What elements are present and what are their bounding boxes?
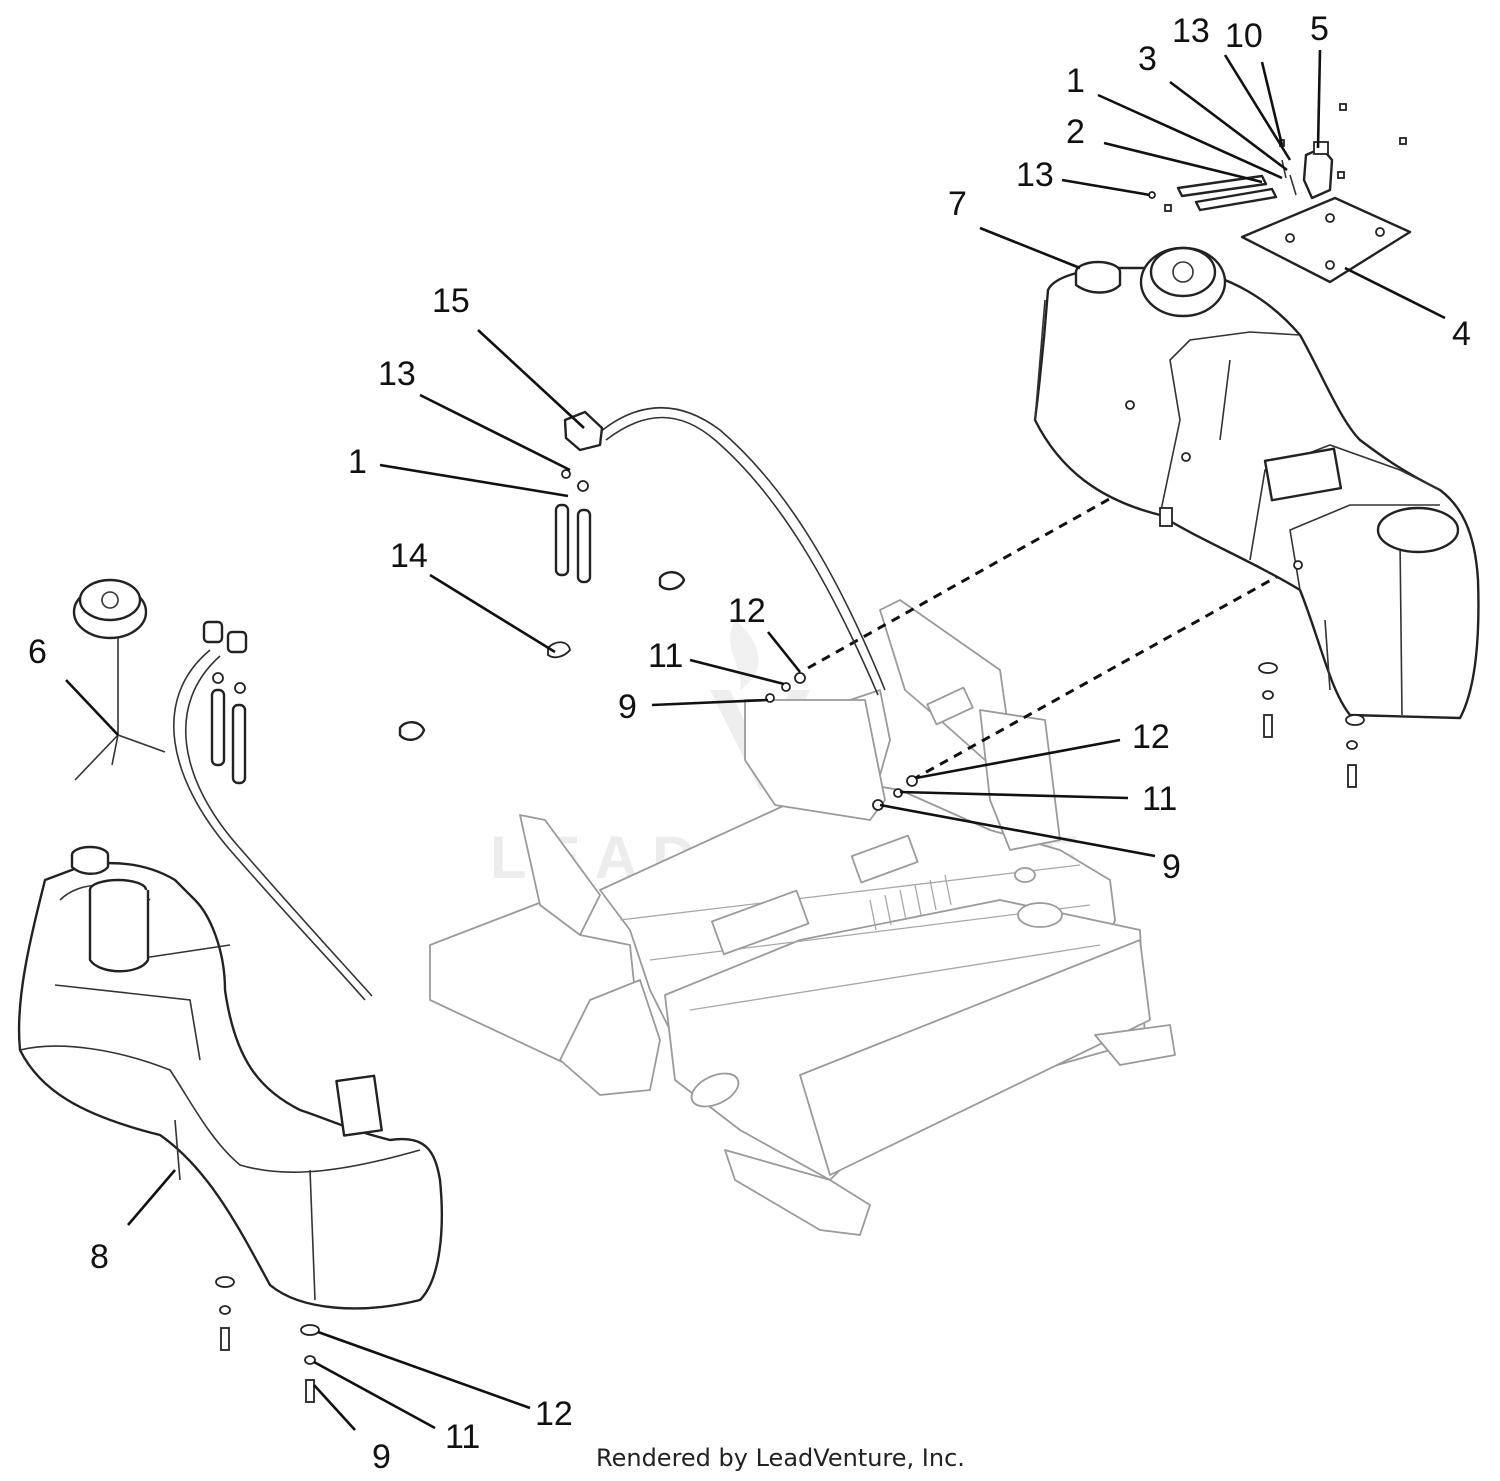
callout-10: 10 bbox=[1225, 17, 1263, 55]
fuel-valve-assembly bbox=[1240, 103, 1412, 284]
callout-13-top: 13 bbox=[1172, 12, 1210, 50]
callout-4: 4 bbox=[1452, 315, 1471, 353]
left-cap-gauge bbox=[72, 578, 166, 781]
left-fuel-tank bbox=[17, 845, 443, 1310]
callout-3: 3 bbox=[1138, 40, 1157, 78]
callout-1-top: 1 bbox=[1066, 62, 1085, 100]
callout-7: 7 bbox=[948, 185, 967, 223]
callout-5: 5 bbox=[1310, 10, 1329, 48]
left-fuel-line bbox=[173, 620, 373, 1001]
callout-12-bottom: 12 bbox=[535, 1395, 573, 1433]
callout-15: 15 bbox=[432, 282, 470, 320]
callout-9-bottom: 9 bbox=[372, 1438, 391, 1476]
callout-14: 14 bbox=[390, 537, 428, 575]
left-tank-mount-hardware bbox=[215, 1276, 320, 1403]
callout-2: 2 bbox=[1066, 113, 1085, 151]
callout-11-right: 11 bbox=[1142, 780, 1177, 818]
center-fuel-line bbox=[398, 406, 918, 811]
callout-9-right: 9 bbox=[1162, 848, 1181, 886]
callout-1-center: 1 bbox=[348, 443, 367, 481]
callout-8: 8 bbox=[90, 1238, 109, 1276]
callout-13-right: 13 bbox=[1016, 156, 1054, 194]
upper-fuel-hoses bbox=[1148, 174, 1278, 212]
alignment-lines bbox=[807, 454, 1299, 782]
callout-6: 6 bbox=[28, 633, 47, 671]
leader-lines bbox=[65, 49, 1446, 1431]
callout-11-center: 11 bbox=[648, 637, 683, 675]
render-credit-footer: Rendered by LeadVenture, Inc. bbox=[596, 1444, 965, 1472]
right-tank-mount-hardware bbox=[1258, 662, 1365, 788]
callout-12-right: 12 bbox=[1132, 718, 1170, 756]
right-fuel-tank bbox=[1033, 246, 1480, 720]
callout-9-center: 9 bbox=[618, 688, 637, 726]
callout-labels: 13 10 5 3 1 2 13 7 4 15 13 1 14 6 12 11 … bbox=[28, 10, 1471, 1476]
chassis-frame bbox=[429, 599, 1176, 1236]
callout-11-bottom: 11 bbox=[445, 1418, 480, 1456]
callout-13-center: 13 bbox=[378, 355, 416, 393]
callout-12-center: 12 bbox=[728, 592, 766, 630]
